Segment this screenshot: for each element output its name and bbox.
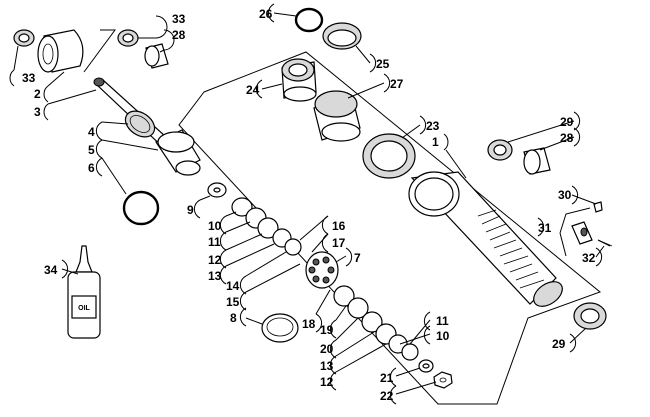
callout-29b: 29 bbox=[552, 337, 566, 351]
o-ring-6 bbox=[122, 190, 160, 226]
callout-8: 8 bbox=[230, 311, 237, 325]
callout-16: 16 bbox=[332, 219, 346, 233]
valve-core-32 bbox=[597, 239, 613, 247]
callout-10b: 10 bbox=[436, 329, 450, 343]
callout-7: 7 bbox=[354, 251, 361, 265]
callout-6: 6 bbox=[88, 161, 95, 175]
bushing-29-bottom bbox=[573, 302, 607, 330]
callout-24: 24 bbox=[246, 83, 260, 97]
callout-34: 34 bbox=[44, 263, 58, 277]
callout-32: 32 bbox=[582, 251, 596, 265]
callout-10a: 10 bbox=[208, 219, 222, 233]
washer-21 bbox=[418, 359, 434, 373]
bushing-33-top bbox=[117, 29, 139, 47]
piston-ring-8 bbox=[261, 313, 299, 343]
valve-stack-upper bbox=[231, 197, 302, 256]
callout-leaders bbox=[9, 3, 605, 405]
callout-12b: 12 bbox=[320, 375, 334, 389]
callout-2: 2 bbox=[34, 87, 41, 101]
callout-23: 23 bbox=[426, 119, 440, 133]
o-ring-26 bbox=[294, 7, 324, 33]
oil-bottle-34: OIL bbox=[67, 245, 101, 339]
callout-25: 25 bbox=[376, 57, 390, 71]
spacer-28-top bbox=[144, 43, 169, 69]
callout-9: 9 bbox=[187, 203, 194, 217]
washer-9 bbox=[207, 182, 227, 198]
callout-4: 4 bbox=[88, 125, 95, 139]
callout-30: 30 bbox=[558, 188, 572, 202]
oil-bottle-label: OIL bbox=[78, 305, 90, 312]
leader-31-lower bbox=[559, 232, 567, 257]
reservoir-piston-27 bbox=[313, 90, 361, 142]
callout-22: 22 bbox=[380, 389, 394, 403]
spacer-28-right bbox=[523, 147, 551, 175]
callout-20: 20 bbox=[320, 342, 334, 356]
callout-33a: 33 bbox=[172, 12, 186, 26]
callout-18: 18 bbox=[302, 317, 316, 331]
callout-31: 31 bbox=[538, 221, 552, 235]
callout-3: 3 bbox=[34, 105, 41, 119]
piston-7 bbox=[305, 251, 339, 289]
callout-15: 15 bbox=[226, 295, 240, 309]
leader-33-group bbox=[83, 29, 116, 73]
callout-11a: 11 bbox=[208, 235, 221, 249]
callout-26: 26 bbox=[259, 7, 273, 21]
callout-12a: 12 bbox=[208, 253, 222, 267]
bushing-33-left bbox=[13, 29, 35, 47]
callout-13a: 13 bbox=[208, 269, 222, 283]
callout-13b: 13 bbox=[320, 359, 334, 373]
ring-23 bbox=[362, 133, 416, 179]
callout-5: 5 bbox=[88, 143, 95, 157]
callout-19: 19 bbox=[320, 323, 334, 337]
callout-28b: 28 bbox=[560, 131, 574, 145]
seal-head-5 bbox=[155, 129, 201, 176]
valve-screw-30 bbox=[593, 201, 603, 213]
callout-17: 17 bbox=[332, 236, 346, 250]
assembly-frame bbox=[178, 51, 601, 405]
callout-29a: 29 bbox=[560, 115, 574, 129]
callout-33b: 33 bbox=[22, 71, 36, 85]
callout-21: 21 bbox=[380, 371, 394, 385]
callout-27: 27 bbox=[390, 77, 404, 91]
callout-28a: 28 bbox=[172, 28, 186, 42]
cap-24 bbox=[281, 58, 317, 102]
nut-22 bbox=[433, 371, 453, 389]
leader-31-frame bbox=[559, 207, 591, 234]
bushing-29-top bbox=[487, 139, 513, 161]
shock-body-1 bbox=[408, 171, 563, 307]
valve-body-31 bbox=[571, 221, 593, 245]
ring-25 bbox=[322, 22, 362, 50]
callout-14: 14 bbox=[226, 279, 240, 293]
sleeve-2 bbox=[37, 29, 84, 73]
callout-1: 1 bbox=[432, 135, 439, 149]
callout-11b: 11 bbox=[436, 314, 449, 328]
bumper-4 bbox=[124, 110, 156, 138]
